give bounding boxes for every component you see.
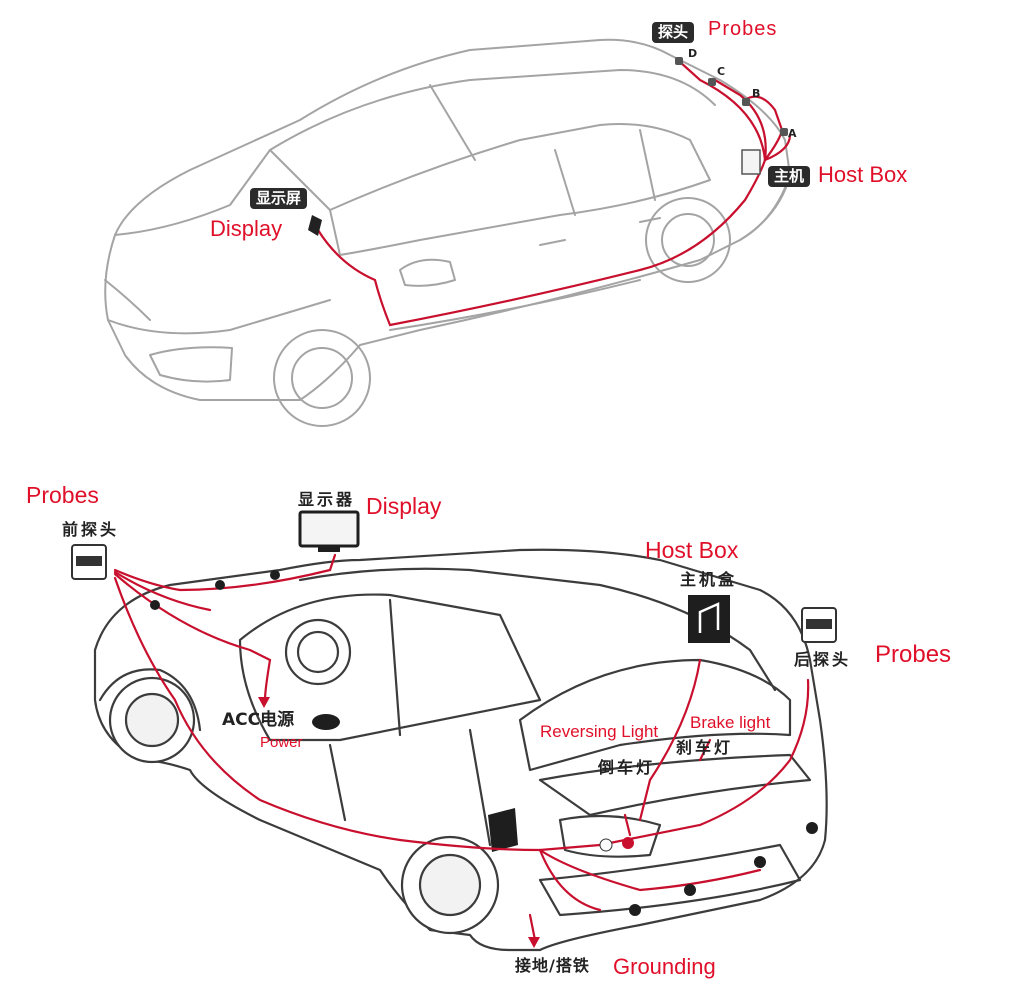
bottom-wheels	[108, 676, 500, 935]
display-label: Display	[366, 493, 442, 519]
front-probe-box-icon	[71, 544, 107, 580]
ground-arrow	[528, 937, 540, 948]
top-display-label: Display	[210, 216, 283, 241]
display-monitor-icon	[298, 510, 360, 552]
acc-power-label: Power	[260, 734, 303, 751]
host-box-cn: 主机盒	[680, 570, 738, 589]
probe-letter-d: D	[688, 47, 698, 60]
fuel-cap	[488, 808, 518, 852]
top-probes-label: Probes	[708, 18, 778, 40]
rear-probe-box-icon	[801, 607, 837, 643]
reversing-light-label: Reversing Light	[540, 722, 659, 741]
brake-light-cn: 刹车灯	[676, 738, 734, 757]
acc-power-knob	[312, 714, 340, 730]
probe-letter-c: C	[717, 65, 726, 78]
top-host-box	[741, 149, 761, 175]
acc-power-cn: ACC电源	[222, 710, 295, 730]
probe-letter-a: A	[788, 127, 797, 140]
bottom-wiring	[113, 553, 810, 942]
host-box-icon	[688, 595, 730, 643]
front-probes-label: Probes	[26, 482, 99, 508]
top-display-cn-tag: 显示屏	[250, 188, 308, 209]
top-car-outline	[104, 38, 791, 427]
bottom-sensors	[150, 570, 818, 916]
grounding-label: Grounding	[613, 954, 716, 979]
acc-arrow	[258, 697, 270, 708]
top-display-unit	[308, 215, 322, 236]
rear-probes-cn: 后探头	[794, 650, 852, 669]
top-host-box-cn-tag: 主机	[768, 166, 811, 187]
top-host-box-label: Host Box	[818, 162, 908, 187]
bottom-car-outline	[93, 548, 828, 952]
grounding-cn: 接地/搭铁	[515, 956, 590, 975]
probe-letter-b: B	[752, 87, 761, 100]
top-probes-cn-tag: 探头	[652, 22, 695, 43]
reversing-light-cn: 倒车灯	[598, 758, 656, 777]
top-probe-sensors	[675, 57, 788, 136]
host-box-label: Host Box	[645, 537, 739, 563]
brake-light-label: Brake light	[690, 713, 771, 732]
display-cn: 显示器	[298, 490, 356, 509]
top-wiring	[316, 60, 792, 327]
rear-probes-label: Probes	[875, 641, 952, 668]
front-probes-cn: 前探头	[62, 520, 120, 539]
